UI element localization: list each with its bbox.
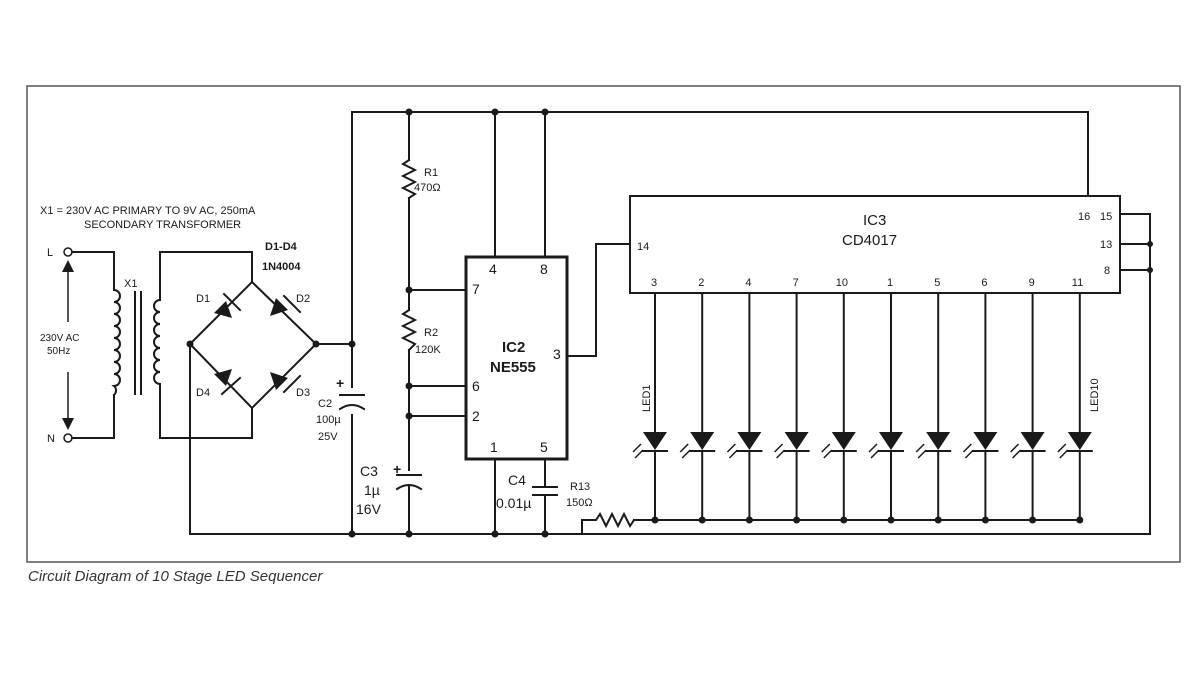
ic2-pin3: 3 <box>553 346 561 362</box>
ic2-pin5: 5 <box>540 439 548 455</box>
ic3-output-pin-label: 3 <box>651 277 657 289</box>
r1-ref: R1 <box>424 167 438 179</box>
ic2-pin1: 1 <box>490 439 498 455</box>
capacitor-c2: + C2 100µ 25V <box>316 375 366 443</box>
supply-rails <box>189 108 1151 538</box>
c2-polarity: + <box>336 375 344 391</box>
led-common-bus: R13 150Ω <box>566 481 1081 535</box>
ic3-output-pin-label: 2 <box>698 277 704 289</box>
c3-ref: C3 <box>360 463 378 479</box>
terminal-n <box>63 433 73 443</box>
ic3-output-pin-label: 11 <box>1072 277 1083 289</box>
input-voltage-label: 230V AC <box>40 333 79 344</box>
ic3-output-pin-label: 7 <box>793 277 799 289</box>
ic3-pin16: 16 <box>1078 211 1090 223</box>
led-2 <box>679 292 716 524</box>
ic3-output-pin-label: 5 <box>934 277 940 289</box>
timing-network: R1 470Ω R2 120K + C3 1µ 16V <box>356 111 467 535</box>
diode-d3-label: D3 <box>296 387 310 399</box>
c4-ref: C4 <box>508 472 526 488</box>
led-8 <box>962 292 999 524</box>
ic2-part: NE555 <box>490 359 536 376</box>
ic2-pin2: 2 <box>472 408 480 424</box>
transformer-note-line2: SECONDARY TRANSFORMER <box>84 219 241 231</box>
ic3-part: CD4017 <box>842 232 897 249</box>
ic3-output-pin-label: 9 <box>1029 277 1035 289</box>
ic3-pin15: 15 <box>1100 211 1112 223</box>
r13-value: 150Ω <box>566 497 593 509</box>
ic3-output-pin-label: 4 <box>745 277 751 289</box>
transformer-ref: X1 <box>124 278 137 290</box>
bridge-rectifier: D1-D4 1N4004 D1 D2 D4 D3 <box>186 241 320 535</box>
ic3-output-pin-label: 6 <box>981 277 987 289</box>
led1-label: LED1 <box>641 384 653 412</box>
diode-d4-label: D4 <box>196 387 210 399</box>
led-5 <box>821 292 857 524</box>
diode-d1-label: D1 <box>196 293 210 305</box>
led-3 <box>726 292 763 524</box>
led-10 <box>1057 292 1093 524</box>
c3-value: 1µ <box>364 482 380 498</box>
ic3-output-pins: 3 2 4 7 10 1 5 6 9 11 <box>651 277 1083 289</box>
terminal-n-label: N <box>47 433 55 445</box>
r2-value: 120K <box>415 344 441 356</box>
ic3-pin8: 8 <box>1104 265 1110 277</box>
terminal-l-label: L <box>47 247 53 259</box>
ic2-ne555: 4 8 7 6 2 1 5 3 IC2 NE555 C4 0.01µ <box>464 111 631 535</box>
transformer-note-line1: X1 = 230V AC PRIMARY TO 9V AC, 250mA <box>40 205 256 217</box>
led-9 <box>1010 292 1046 524</box>
led10-label: LED10 <box>1089 378 1101 412</box>
ic3-output-pin-label: 1 <box>887 277 893 289</box>
terminal-l <box>63 247 73 257</box>
input-frequency-label: 50Hz <box>47 346 70 357</box>
c4-value: 0.01µ <box>496 495 531 511</box>
led-7 <box>915 292 952 524</box>
ic3-pin13: 13 <box>1100 239 1112 251</box>
bridge-part: 1N4004 <box>262 261 301 273</box>
c2-voltage: 25V <box>318 431 338 443</box>
led-4 <box>774 292 810 524</box>
c2-ref: C2 <box>318 398 332 410</box>
c3-voltage: 16V <box>356 501 382 517</box>
ic3-output-pin-label: 10 <box>836 277 848 289</box>
diagram-frame <box>26 85 1181 563</box>
ic2-pin4: 4 <box>489 261 497 277</box>
led-6 <box>868 292 904 524</box>
ac-input: L N 230V AC 50Hz <box>40 247 79 445</box>
r13-ref: R13 <box>570 481 590 493</box>
ic2-ref: IC2 <box>502 339 525 356</box>
diode-d2-label: D2 <box>296 293 310 305</box>
led-1 <box>632 292 668 524</box>
diagram-caption: Circuit Diagram of 10 Stage LED Sequence… <box>28 568 323 585</box>
r1-value: 470Ω <box>414 182 441 194</box>
bridge-title: D1-D4 <box>265 241 298 253</box>
transformer-x1: X1 <box>71 251 253 439</box>
c3-polarity: + <box>393 461 401 477</box>
r2-ref: R2 <box>424 327 438 339</box>
ic3-ref: IC3 <box>863 212 886 229</box>
ic2-pin8: 8 <box>540 261 548 277</box>
c2-value: 100µ <box>316 414 341 426</box>
led-array <box>632 292 1093 524</box>
ic2-pin7: 7 <box>472 281 480 297</box>
ic3-pin14: 14 <box>637 241 649 253</box>
ic2-pin6: 6 <box>472 378 480 394</box>
